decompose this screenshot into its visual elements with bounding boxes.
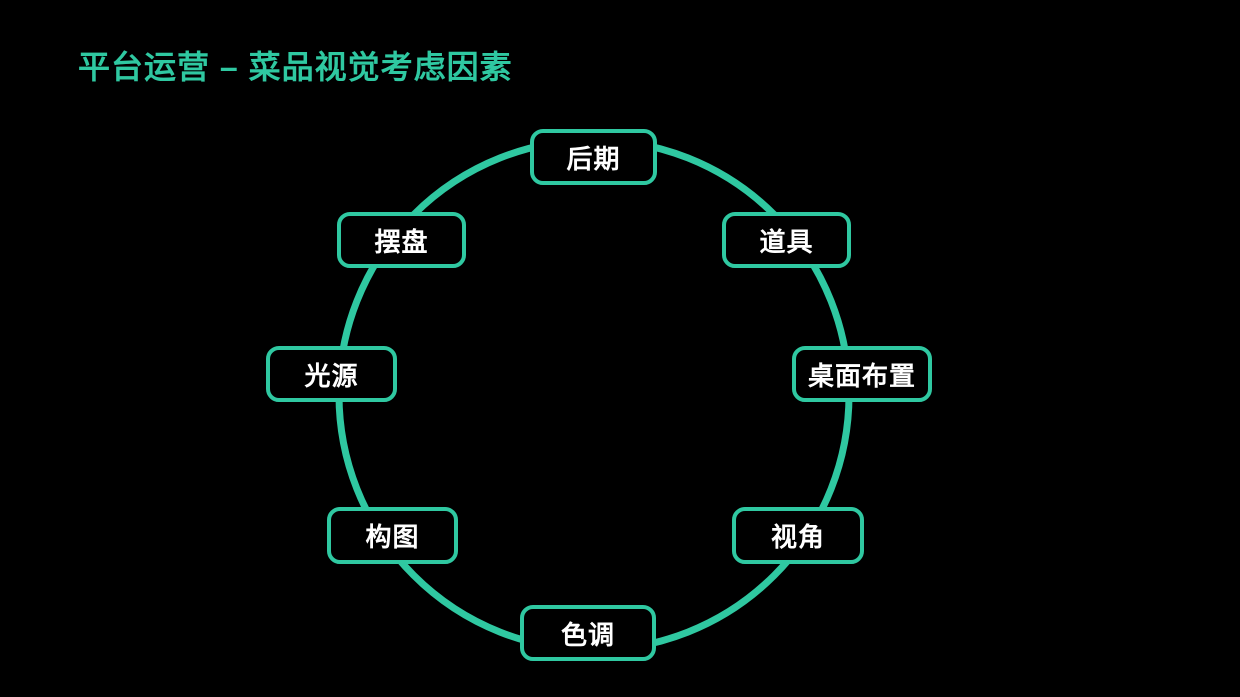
node-post-production: 后期 — [530, 129, 657, 185]
node-post-production-label: 后期 — [566, 143, 621, 174]
node-table-setting: 桌面布置 — [792, 346, 932, 402]
node-composition-label: 构图 — [365, 522, 420, 552]
node-plating-label: 摆盘 — [374, 226, 429, 257]
node-composition: 构图 — [327, 507, 458, 564]
slide-title: 平台运营 – 菜品视觉考虑因素 — [78, 49, 513, 85]
node-props: 道具 — [722, 212, 851, 268]
node-plating: 摆盘 — [337, 212, 466, 268]
node-light-source: 光源 — [266, 346, 397, 402]
node-color-tone: 色调 — [520, 605, 656, 661]
node-viewing-angle-label: 视角 — [770, 522, 825, 552]
node-light-source-label: 光源 — [304, 360, 359, 391]
node-props-label: 道具 — [759, 226, 814, 257]
node-viewing-angle: 视角 — [732, 507, 864, 564]
node-color-tone-label: 色调 — [560, 619, 615, 650]
node-table-setting-label: 桌面布置 — [807, 360, 916, 391]
